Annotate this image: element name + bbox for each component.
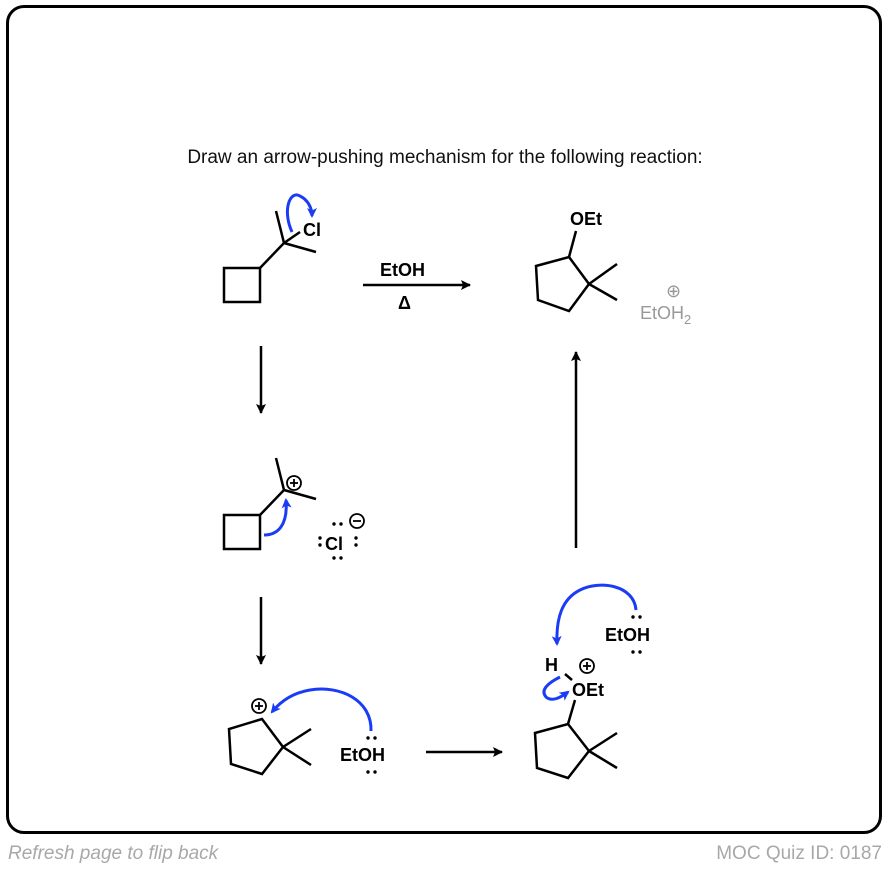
anion-charge — [349, 513, 365, 529]
bond — [566, 699, 577, 725]
bond — [588, 262, 618, 286]
quiz-id: MOC Quiz ID: 0187 — [716, 843, 882, 864]
starting-material — [222, 210, 317, 304]
cyclopentane-ring — [533, 722, 591, 780]
bond — [282, 745, 312, 767]
reagent-label: EtOH — [380, 260, 425, 280]
condition-label: Δ — [398, 293, 411, 313]
base-lone-pairs — [631, 615, 642, 654]
cation-charge-2 — [251, 698, 267, 714]
oxonium-intermediate — [533, 673, 618, 780]
byproduct-charge: ⊕ — [666, 281, 681, 301]
bond — [274, 210, 286, 244]
bond — [588, 731, 618, 753]
curved-arrow-ionization — [286, 193, 317, 233]
bond — [283, 230, 301, 245]
question-prompt: Draw an arrow-pushing mechanism for the … — [187, 147, 703, 168]
ring-expanded-cation — [227, 717, 312, 776]
curved-arrow-oh-bond — [542, 675, 570, 701]
product-ether-label: OEt — [570, 209, 602, 229]
nucleophile-label: EtOH — [340, 745, 385, 765]
curved-arrow-deprotonation — [551, 583, 638, 646]
cation-charge — [286, 475, 302, 491]
bond — [282, 727, 312, 749]
product — [534, 230, 618, 313]
bond — [274, 457, 286, 491]
bond — [588, 282, 618, 302]
cyclopentane-ring — [534, 255, 591, 313]
chloride-label: Cl — [325, 534, 343, 554]
proton-label: H — [545, 655, 558, 675]
cyclobutane-ring — [222, 513, 262, 551]
bond — [588, 749, 618, 770]
cyclobutane-ring — [222, 266, 262, 304]
bond — [283, 241, 317, 254]
bond — [564, 673, 573, 681]
cyclopentane-ring — [227, 717, 285, 776]
base-label: EtOH — [605, 625, 650, 645]
bond — [283, 488, 317, 501]
curved-arrow-nucleophilic-attack — [270, 687, 373, 732]
bond — [567, 230, 578, 258]
chlorine-label: Cl — [303, 220, 321, 240]
oxonium-charge — [579, 658, 595, 674]
chloride-lone-pairs — [318, 522, 358, 560]
bond — [259, 489, 285, 516]
curved-arrow-ring-expansion — [263, 498, 292, 537]
flip-back-hint: Refresh page to flip back — [8, 843, 219, 864]
bond — [259, 242, 285, 269]
quiz-card[interactable] — [6, 5, 882, 834]
oxonium-label: OEt — [572, 680, 604, 700]
nucleophile-lone-pairs — [366, 736, 377, 774]
byproduct-label: EtOH2 — [640, 303, 691, 327]
carbocation-intermediate — [222, 457, 317, 551]
